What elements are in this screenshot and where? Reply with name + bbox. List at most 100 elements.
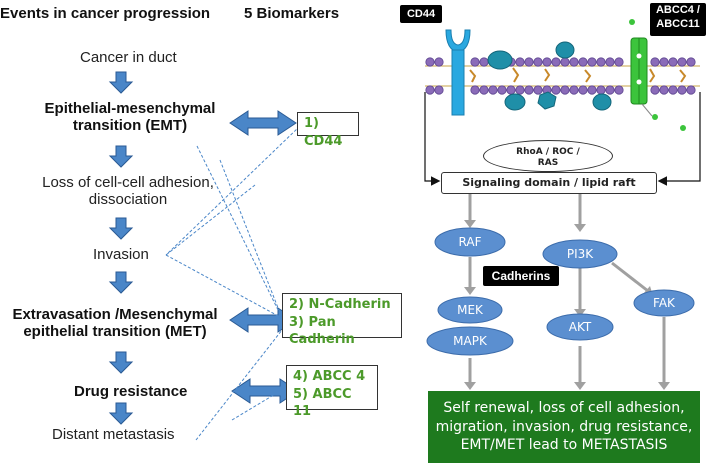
down-arrow-3 — [108, 217, 134, 240]
lipid-head — [425, 85, 435, 95]
biomarker-abcc4: 4) ABCC 4 — [293, 369, 366, 384]
lipid-head — [605, 57, 615, 67]
lipid-head — [587, 85, 597, 95]
lipid-head — [533, 85, 543, 95]
lipid-head — [551, 57, 561, 67]
biomarker-n-cadherin: 2) N-Cadherin — [289, 297, 391, 312]
down-arrow-5 — [108, 351, 134, 374]
lipid-head — [605, 85, 615, 95]
step-loss-of-adhesion: Loss of cell-cell adhesion, dissociation — [18, 174, 238, 209]
pathway-arrows — [464, 192, 670, 390]
step-invasion: Invasion — [93, 246, 149, 263]
step-emt-line2: transition (EMT) — [72, 117, 188, 135]
lipid-head — [434, 57, 444, 67]
lipid-head — [524, 85, 534, 95]
down-arrow-4 — [108, 271, 134, 294]
rhoa-line2: RAS — [537, 158, 559, 168]
lipid-head — [668, 57, 678, 67]
lipid-head — [668, 85, 678, 95]
outcome-line2: migration, invasion, drug resistance, — [435, 418, 693, 435]
lipid-head — [551, 85, 561, 95]
node-raf: RAF — [458, 235, 482, 249]
down-arrow-1 — [108, 71, 134, 94]
lipid-head — [425, 57, 435, 67]
pathway-node-shapes — [426, 227, 695, 356]
lipid-head — [569, 85, 579, 95]
lipid-head — [479, 57, 489, 67]
lipid-head — [470, 57, 480, 67]
lipid-head — [470, 85, 480, 95]
down-arrow-2 — [108, 145, 134, 168]
membrane-proteins — [487, 41, 612, 111]
lipid-head — [515, 57, 525, 67]
lipid-head — [614, 85, 624, 95]
biomarker-abcc11: 5) ABCC 11 — [293, 386, 352, 420]
node-akt: AKT — [568, 320, 592, 334]
biomarkers-heading: 5 Biomarkers — [244, 5, 340, 22]
double-arrow-emt — [229, 110, 297, 136]
dotted-connectors — [165, 125, 301, 441]
cd44-label: CD44 — [400, 5, 442, 23]
lipid-head — [587, 57, 597, 67]
step-met: Extravasation /Mesenchymal epithelial tr… — [0, 306, 230, 341]
step-loss-line1: Loss of cell-cell adhesion, — [42, 174, 214, 191]
biomarker-box-abcc: 4) ABCC 4 5) ABCC 11 — [286, 365, 378, 419]
lipid-head — [677, 85, 687, 95]
biomarker-cd44: 1) CD44 — [304, 116, 343, 149]
node-mapk: MAPK — [453, 334, 487, 348]
lipid-head — [524, 57, 534, 67]
step-emt: Epithelial-mesenchymal transition (EMT) — [30, 100, 230, 135]
lipid-head — [686, 57, 696, 67]
cell-membrane — [425, 57, 700, 95]
step-cancer-in-duct: Cancer in duct — [80, 49, 177, 66]
lipid-head — [479, 85, 489, 95]
node-pi3k: PI3K — [566, 247, 594, 261]
lipid-head — [560, 57, 570, 67]
lipid-head — [659, 57, 669, 67]
lipid-head — [434, 85, 444, 95]
cd44-receptor — [445, 29, 471, 116]
flow-down-arrows — [108, 71, 134, 425]
lipid-head — [578, 85, 588, 95]
lipid-head — [596, 57, 606, 67]
lipid-head — [569, 57, 579, 67]
double-arrows — [229, 110, 299, 404]
outcome-line3: EMT/MET lead to METASTASIS — [460, 437, 668, 454]
lipid-head — [515, 85, 525, 95]
lipid-head — [650, 57, 660, 67]
biomarker-pan-cadherin: 3) Pan Cadherin — [289, 314, 355, 348]
lipid-head — [497, 85, 507, 95]
step-emt-line1: Epithelial-mesenchymal — [44, 100, 216, 117]
lipid-head — [614, 57, 624, 67]
abcc-label: ABCC4 / ABCC11 — [650, 3, 706, 36]
cadherins-label: Cadherins — [483, 266, 559, 286]
step-met-line1: Extravasation /Mesenchymal — [12, 306, 218, 323]
feedback-lines — [424, 92, 701, 186]
rhoa-line1: RhoA / ROC / — [516, 147, 580, 157]
lipid-head — [596, 85, 606, 95]
lipid-head — [578, 57, 588, 67]
lipid-head — [686, 85, 696, 95]
step-drug-resistance: Drug resistance — [74, 383, 188, 400]
outcome-line1: Self renewal, loss of cell adhesion, — [443, 399, 685, 416]
lipid-head — [533, 57, 543, 67]
lipid-head — [677, 57, 687, 67]
abcc-transporter — [629, 19, 686, 131]
step-loss-line2: dissociation — [88, 191, 168, 209]
step-met-line2: epithelial transition (MET) — [23, 323, 207, 341]
down-arrow-6 — [108, 402, 134, 425]
node-mek: MEK — [457, 303, 483, 317]
lipid-head — [659, 85, 669, 95]
abcc-label-line1: ABCC4 / — [655, 4, 700, 16]
biomarker-box-cadherin: 2) N-Cadherin 3) Pan Cadherin — [282, 293, 402, 347]
lipid-head — [650, 85, 660, 95]
signaling-domain-box: Signaling domain / lipid raft — [441, 172, 657, 194]
lipid-head — [506, 85, 516, 95]
lipid-head — [542, 57, 552, 67]
outcome-box: Self renewal, loss of cell adhesion, mig… — [428, 391, 700, 463]
step-distant-metastasis: Distant metastasis — [52, 426, 175, 443]
lipid-head — [488, 85, 498, 95]
node-fak: FAK — [653, 296, 675, 310]
biomarker-box-cd44: 1) CD44 — [297, 112, 359, 149]
